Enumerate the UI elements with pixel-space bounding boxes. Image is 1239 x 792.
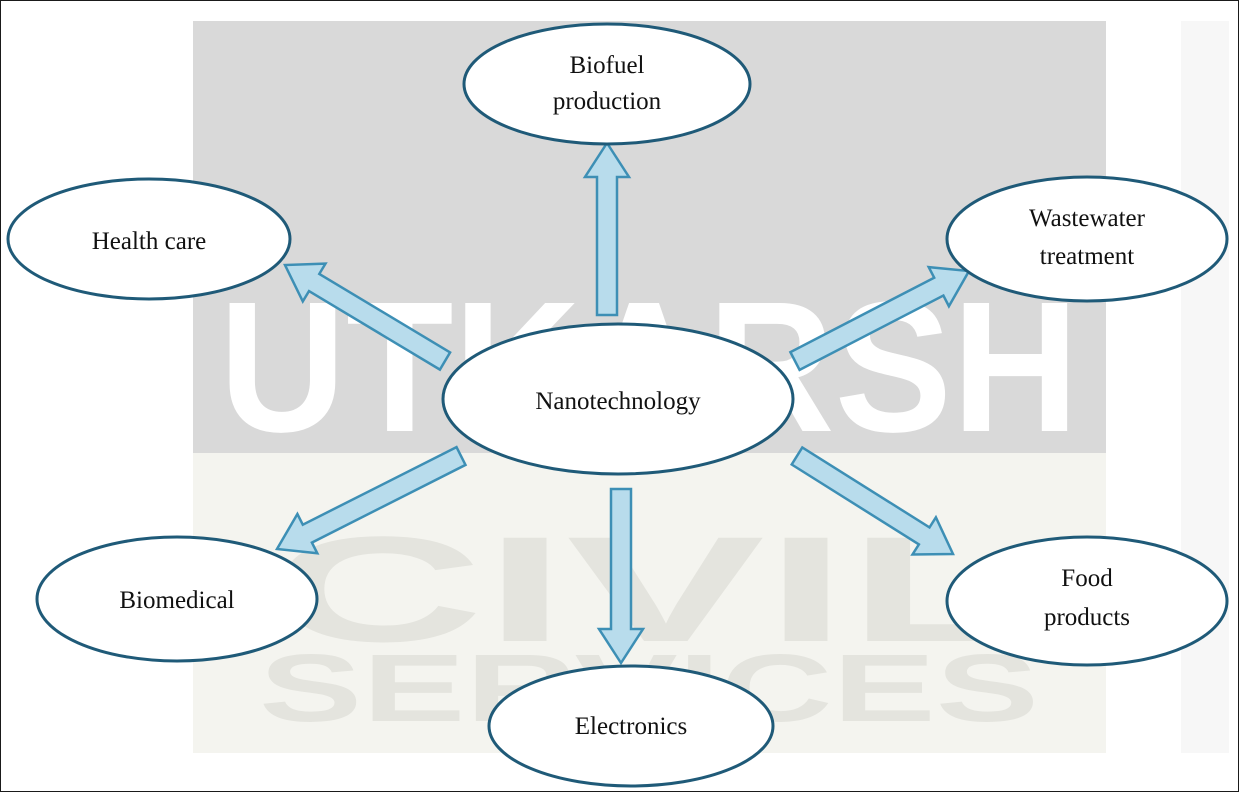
center-ellipse	[441, 322, 795, 476]
arrow-to-biomedical	[274, 445, 468, 555]
node-electronics: Electronics	[487, 664, 775, 788]
node-biofuel: Biofuel production	[462, 22, 752, 146]
node-health-care-label: Health care	[92, 228, 207, 255]
node-biomedical-label: Biomedical	[119, 587, 234, 614]
arrows	[274, 140, 972, 666]
node-wastewater-line1: Wastewater	[1029, 205, 1146, 232]
node-health-care-ellipse	[6, 177, 292, 301]
node-electronics-label: Electronics	[575, 713, 687, 740]
arrow-to-wastewater	[788, 265, 972, 372]
node-biofuel-line1: Biofuel	[570, 52, 645, 79]
center-label: Nanotechnology	[535, 388, 701, 415]
node-biofuel-ellipse	[462, 22, 752, 146]
arrow-to-biofuel	[582, 140, 632, 317]
node-wastewater-line2: treatment	[1040, 243, 1134, 270]
node-biofuel-line2: production	[553, 88, 662, 115]
node-food-line2: products	[1044, 604, 1130, 631]
node-food-ellipse	[945, 535, 1229, 667]
arrow-to-electronics	[596, 487, 646, 666]
arrow-to-health-care	[283, 262, 452, 372]
arrow-to-food	[789, 445, 955, 556]
node-biomedical-ellipse	[35, 535, 319, 663]
node-wastewater: Wastewater treatment	[945, 175, 1229, 303]
node-food-line1: Food	[1061, 565, 1113, 592]
center-node: Nanotechnology	[441, 322, 795, 476]
node-health-care: Health care	[6, 177, 292, 301]
node-biomedical: Biomedical	[35, 535, 319, 663]
node-wastewater-ellipse	[945, 175, 1229, 303]
node-food: Food products	[945, 535, 1229, 667]
node-electronics-ellipse	[487, 664, 775, 788]
